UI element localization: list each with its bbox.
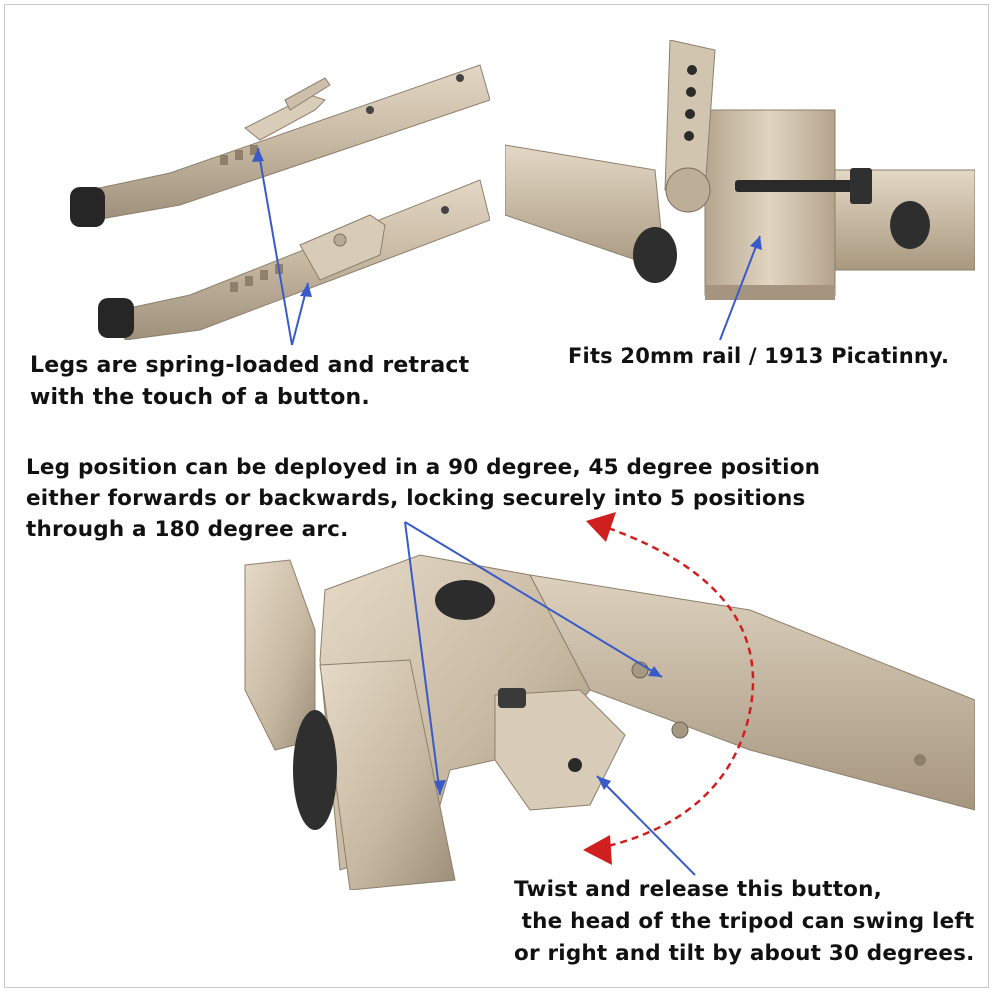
rail-clamp: [704, 109, 836, 296]
legs-photo: [40, 40, 490, 340]
head-photo: [230, 540, 975, 890]
twist-button: [494, 689, 626, 811]
lower-leg: [98, 179, 490, 340]
knob-icon: [633, 227, 677, 283]
caption-line: Legs are spring-loaded and retract: [30, 353, 470, 378]
caption-line: the head of the tripod can swing left: [514, 909, 975, 934]
caption-line: Twist and release this button,: [514, 877, 883, 902]
caption-line: Fits 20mm rail / 1913 Picatinny.: [568, 344, 950, 368]
knob-icon: [293, 710, 337, 830]
screw-icon: [435, 580, 495, 620]
caption-line: or right and tilt by about 30 degrees.: [514, 941, 975, 966]
rail-mount-photo: [505, 40, 975, 330]
rubber-foot-icon: [98, 298, 134, 338]
caption-line: through a 180 degree arc.: [26, 517, 349, 542]
upper-leg: [70, 64, 490, 227]
caption-line: with the touch of a button.: [30, 385, 370, 410]
knob-icon: [890, 201, 930, 249]
caption-line: Leg position can be deployed in a 90 deg…: [26, 455, 821, 480]
caption-line: either forwards or backwards, locking se…: [26, 486, 806, 511]
legs-caption: Legs are spring-loaded and retract with …: [30, 350, 490, 414]
twist-caption: Twist and release this button, the head …: [514, 874, 984, 970]
position-caption: Leg position can be deployed in a 90 deg…: [26, 452, 846, 545]
image-frame: [4, 4, 989, 988]
rubber-foot-icon: [70, 187, 105, 227]
rail-caption: Fits 20mm rail / 1913 Picatinny.: [568, 341, 949, 371]
